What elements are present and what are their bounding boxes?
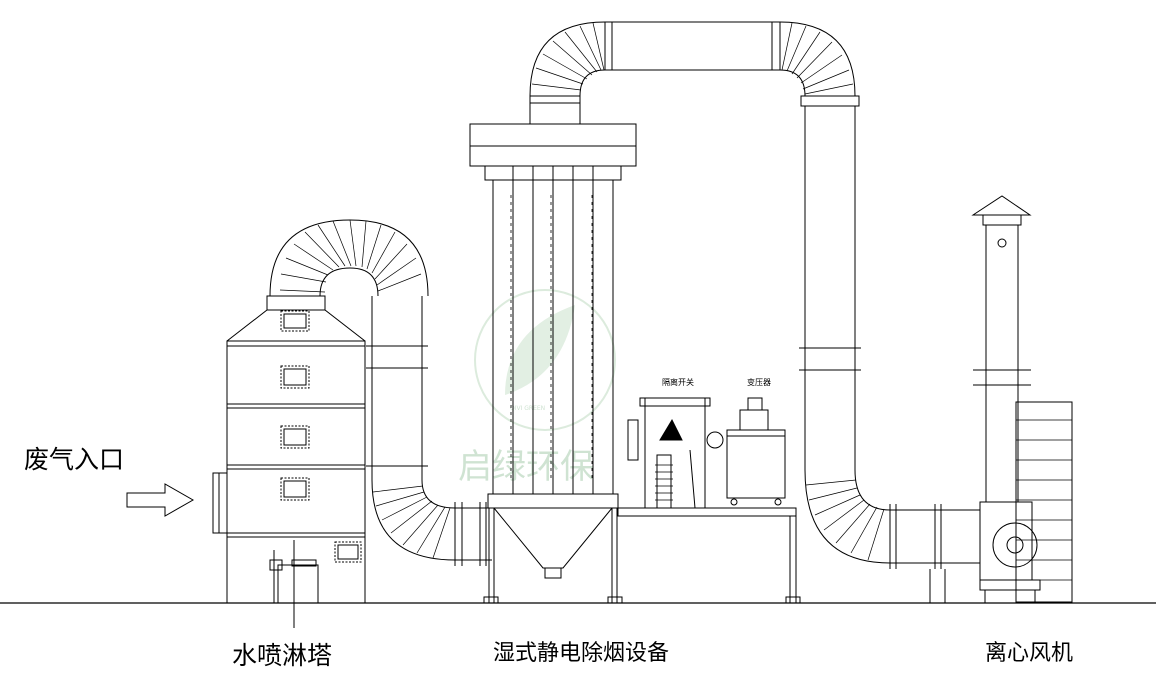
equipment-platform [617, 507, 801, 604]
inlet-arrow-icon [126, 483, 195, 517]
company-watermark: QIVI GREEN 启绿环保 [458, 289, 616, 487]
isolation-switch [627, 397, 724, 509]
watermark-logo-circle [474, 289, 616, 431]
centrifugal-fan [979, 401, 1073, 603]
transformer [726, 397, 786, 506]
duct-tower-to-esp [269, 219, 492, 566]
esp-label: 湿式静电除烟设备 [493, 641, 669, 666]
watermark-leaf-icon [505, 305, 575, 395]
fan-label: 离心风机 [985, 641, 1073, 666]
watermark-text: 启绿环保 [458, 447, 594, 487]
exhaust-stack [971, 195, 1032, 503]
transformer-label: 变压器 [747, 377, 771, 387]
isolation-switch-label: 隔离开关 [662, 377, 694, 387]
overhead-duct [529, 21, 980, 603]
tower-label: 水喷淋塔 [232, 641, 332, 670]
watermark-small-text: QIVI GREEN [510, 405, 545, 412]
wet-esp-unit [469, 123, 637, 604]
spray-tower [212, 295, 366, 604]
inlet-label: 废气入口 [24, 445, 124, 474]
